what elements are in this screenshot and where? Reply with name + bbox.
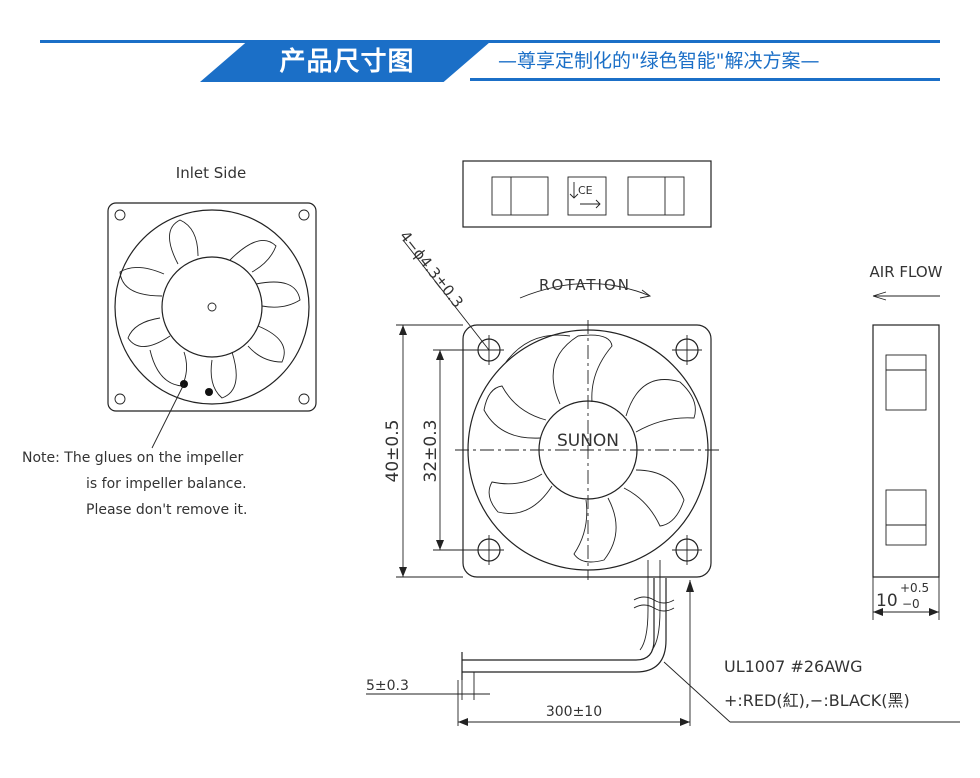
hole-callout-label: 4−ϕ4.3±0.3 bbox=[396, 227, 467, 311]
note-line-2: is for impeller balance. bbox=[86, 476, 247, 492]
dim-pitch bbox=[433, 349, 489, 551]
header-rule-bottom bbox=[470, 78, 940, 81]
note-line-3: Please don't remove it. bbox=[86, 502, 247, 518]
page-title: 产品尺寸图 bbox=[279, 47, 415, 77]
page-subtitle: —尊享定制化的"绿色智能"解决方案— bbox=[498, 50, 820, 72]
inlet-side-label: Inlet Side bbox=[176, 164, 246, 182]
lead-wire-view bbox=[366, 578, 960, 726]
inlet-impeller-blades-icon bbox=[119, 219, 301, 399]
side-fan-view bbox=[872, 324, 940, 620]
front-impeller-blades-icon bbox=[483, 334, 696, 563]
note-line-1: Note: The glues on the impeller bbox=[22, 450, 244, 466]
strip-length-label: 5±0.3 bbox=[366, 678, 409, 694]
thickness-label: 10 bbox=[876, 591, 898, 611]
mount-hole-icon bbox=[672, 335, 702, 365]
inlet-fan-view bbox=[107, 202, 317, 449]
product-label-view: CE bbox=[462, 160, 712, 228]
airflow-arrow-icon bbox=[872, 291, 940, 301]
mount-hole-icon bbox=[114, 393, 126, 405]
mount-hole-icon bbox=[298, 393, 310, 405]
header-title-banner bbox=[200, 42, 490, 82]
header-rule-top bbox=[40, 40, 940, 43]
dim-outer-label: 40±0.5 bbox=[383, 420, 403, 483]
glue-dot-icon bbox=[205, 388, 213, 396]
dim-pitch-label: 32±0.3 bbox=[421, 420, 441, 483]
wire-color-label: +:RED(紅),−:BLACK(黑) bbox=[724, 691, 910, 710]
airflow-label: AIR FLOW bbox=[870, 263, 943, 281]
thickness-tol-minus: −0 bbox=[902, 597, 920, 611]
airflow-arrow-icon bbox=[569, 182, 579, 199]
thickness-tol-plus: +0.5 bbox=[900, 581, 929, 595]
brand-label: SUNON bbox=[557, 431, 619, 451]
mount-hole-icon bbox=[298, 209, 310, 221]
mount-hole-icon bbox=[114, 209, 126, 221]
rotation-arrow-icon bbox=[580, 199, 601, 209]
rotation-label: ROTATION bbox=[539, 276, 631, 294]
mount-hole-icon bbox=[672, 535, 702, 565]
rotation-arc-icon bbox=[519, 283, 651, 299]
ce-mark-icon: CE bbox=[578, 184, 593, 197]
wire-length-label: 300±10 bbox=[546, 704, 602, 720]
front-fan-view: SUNON bbox=[455, 320, 720, 651]
dim-outer bbox=[396, 324, 463, 578]
wire-spec-label: UL1007 #26AWG bbox=[724, 657, 862, 676]
